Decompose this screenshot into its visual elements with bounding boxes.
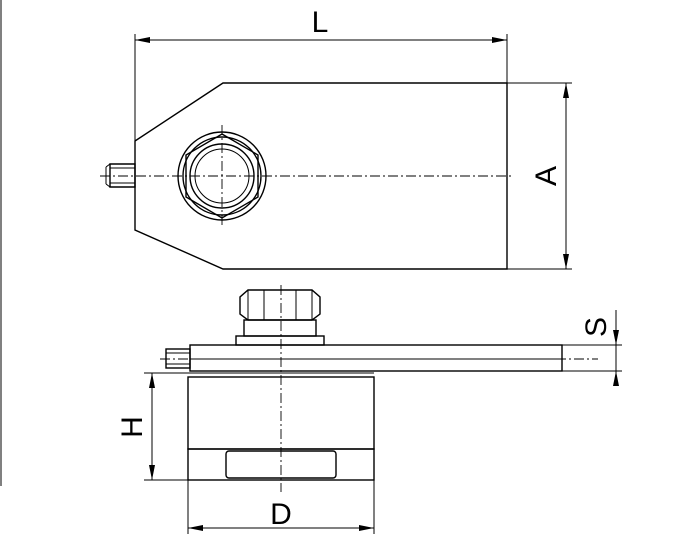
- side-view-pin: [165, 348, 191, 369]
- dimension-S: S: [562, 310, 622, 386]
- dimension-D-label: D: [270, 498, 292, 531]
- dimension-H: H: [116, 372, 188, 481]
- side-view-clamp-plate: [189, 344, 563, 372]
- side-view-washer: [235, 335, 325, 346]
- top-view: L A: [100, 6, 572, 270]
- side-view-shank: [243, 319, 317, 337]
- side-view-nut: [239, 289, 321, 321]
- dimension-L-label: L: [312, 6, 329, 39]
- side-view: S H D: [116, 285, 622, 534]
- dimension-A-label: A: [530, 166, 563, 186]
- top-view-pin: [109, 163, 136, 188]
- dimension-H-label: H: [116, 416, 149, 438]
- dimension-L: L: [134, 6, 508, 141]
- dimension-D: D: [187, 480, 375, 534]
- dimension-A: A: [507, 82, 572, 270]
- dimension-S-label: S: [580, 317, 613, 337]
